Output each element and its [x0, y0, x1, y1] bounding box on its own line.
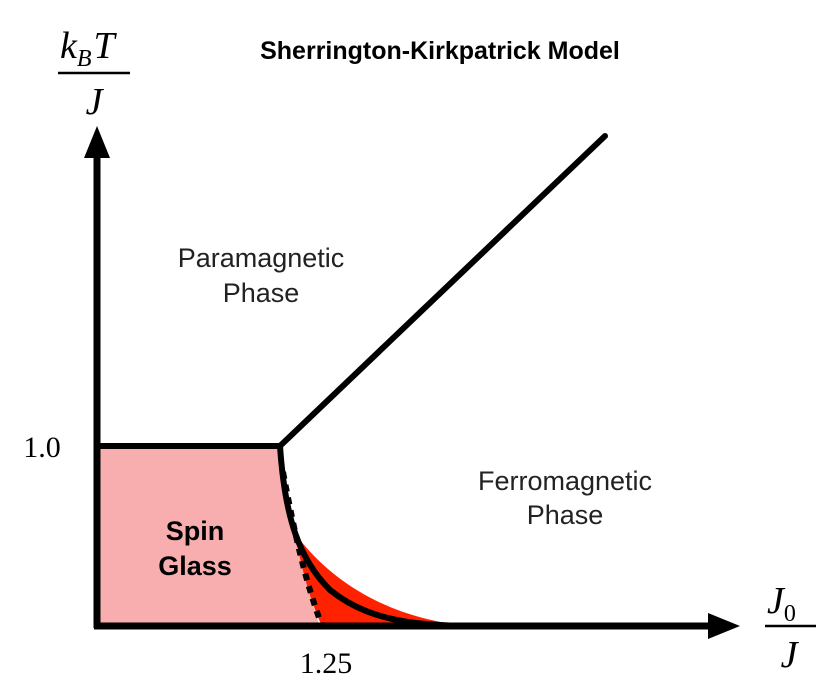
x-label-sub: 0	[784, 601, 796, 627]
y-label-base: k	[60, 25, 78, 67]
x-axis-label: J0 J	[765, 580, 816, 676]
diagram-title: Sherrington-Kirkpatrick Model	[260, 37, 620, 65]
para-ferro-boundary	[277, 133, 608, 449]
ferromagnetic-label-line2: Phase	[527, 500, 604, 530]
spin-glass-region	[97, 446, 320, 626]
x-tick-label: 1.25	[300, 647, 353, 680]
svg-text:J0: J0	[767, 580, 796, 627]
y-label-denominator: J	[86, 81, 105, 123]
paramagnetic-label-line1: Paramagnetic	[178, 243, 345, 273]
y-axis-arrow	[84, 126, 110, 158]
spin-glass-label-line2: Glass	[158, 551, 232, 581]
y-tick-label: 1.0	[23, 431, 61, 464]
ferromagnetic-label-line1: Ferromagnetic	[478, 466, 652, 496]
x-axis-arrow	[708, 613, 740, 639]
spin-glass-label-line1: Spin	[166, 516, 225, 546]
y-axis-label: kBT J	[58, 25, 130, 123]
x-label-denominator: J	[781, 634, 800, 676]
x-label-base: J	[767, 580, 786, 622]
y-label-sub: B	[77, 46, 92, 72]
paramagnetic-label-line2: Phase	[223, 278, 300, 308]
svg-text:kBT: kBT	[60, 25, 118, 72]
y-label-tail: T	[94, 25, 118, 67]
